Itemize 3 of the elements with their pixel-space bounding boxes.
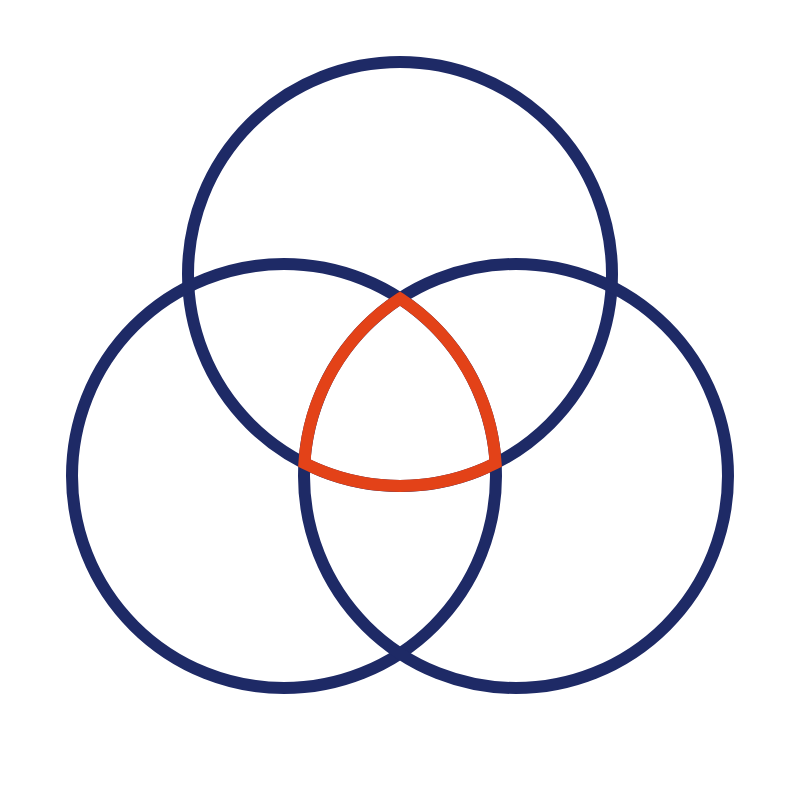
- venn-circle: [298, 258, 734, 694]
- venn-circle: [66, 258, 502, 694]
- center-overlap-outline: [298, 292, 502, 492]
